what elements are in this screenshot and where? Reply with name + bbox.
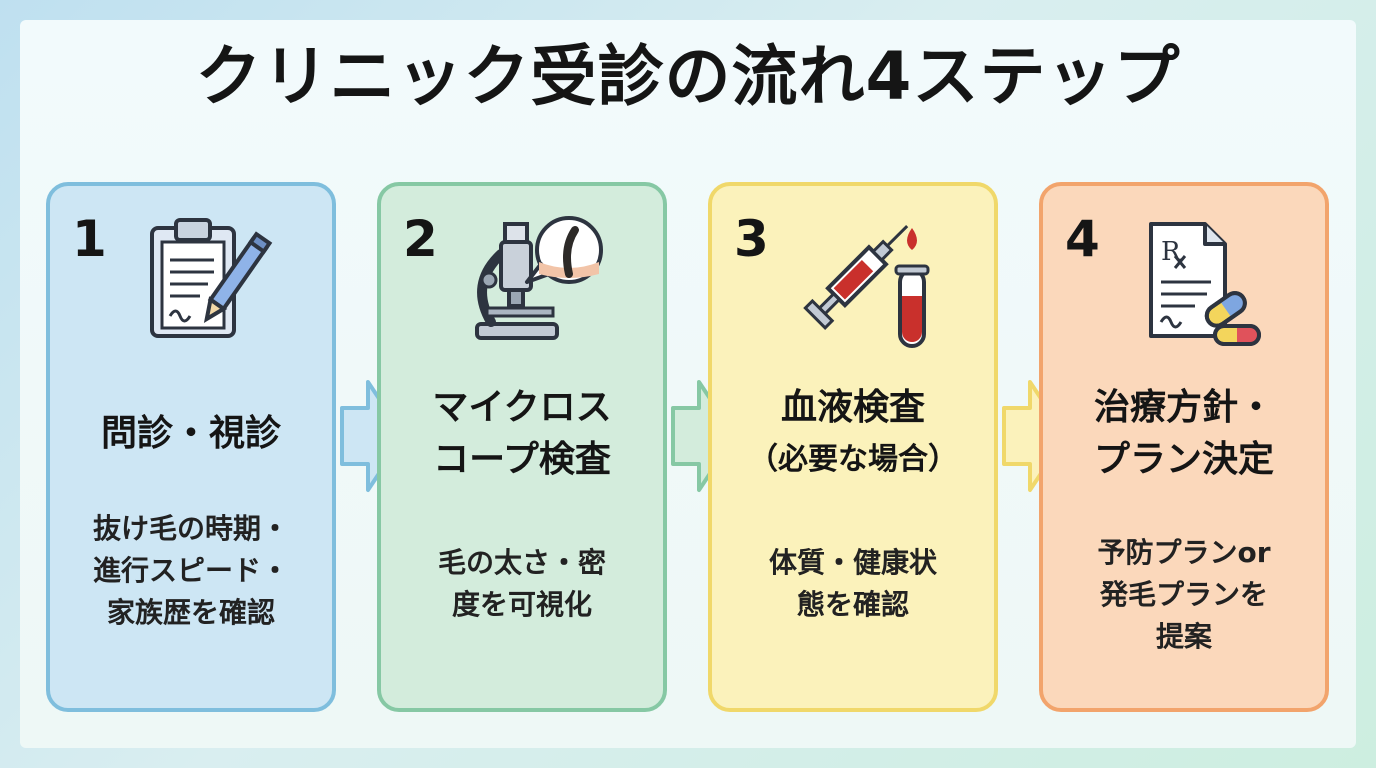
- step-heading: マイクロス コープ検査: [432, 387, 612, 480]
- clipboard-pencil-icon: [130, 204, 280, 354]
- step-number: 1: [72, 210, 107, 268]
- step-heading: 血液検査 （必要な場合）: [748, 387, 958, 477]
- step-card-2: 2 マイクロス コープ検査 毛の太さ・密 度を可視化: [377, 182, 667, 712]
- page-title: クリニック受診の流れ4ステップ: [195, 38, 1181, 115]
- step-number: 4: [1065, 210, 1100, 268]
- step-card-1: 1 問診・視診 抜け毛の時期・ 進行スピード・ 家族歴を確認: [46, 182, 336, 712]
- step-heading: 治療方針・ プラン決定: [1093, 387, 1274, 480]
- step-description: 毛の太さ・密 度を可視化: [437, 546, 606, 621]
- syringe-blood-tube-icon: [792, 204, 942, 354]
- step-number: 2: [403, 210, 438, 268]
- step-description: 抜け毛の時期・ 進行スピード・ 家族歴を確認: [92, 512, 289, 629]
- step-heading: 問診・視診: [100, 413, 281, 454]
- microscope-icon: [461, 204, 611, 354]
- step-description: 体質・健康状 態を確認: [768, 546, 937, 621]
- step-description: 予防プランor 発毛プランを 提案: [1097, 536, 1271, 653]
- step-number: 3: [734, 210, 769, 268]
- prescription-pills-icon: R: [1123, 204, 1273, 354]
- step-card-3: 3 血液検査 （必要な場合） 体質・健康状 態を確認: [708, 182, 998, 712]
- step-card-4: 4 R 治療方針・ プラン決定 予防プランor 発毛プランを: [1039, 182, 1329, 712]
